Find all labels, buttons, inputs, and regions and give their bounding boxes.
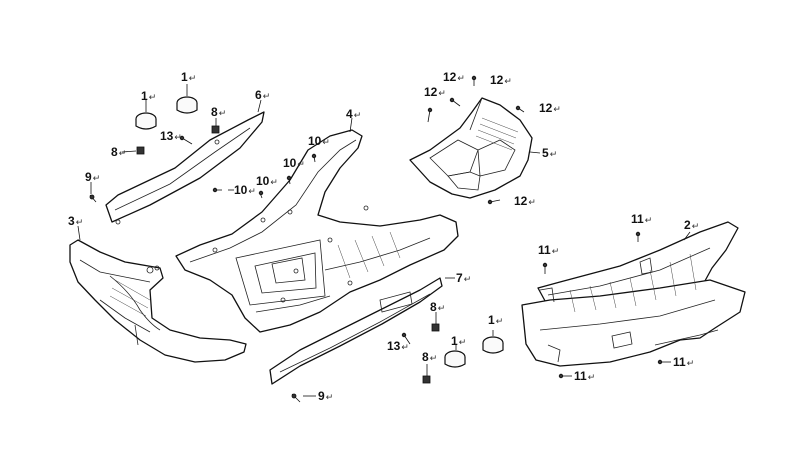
part-7-lower-strip [269,277,443,385]
callout-12: 12↵ [539,101,561,115]
part-5-rear-panel [409,97,533,199]
part-6-side-cover [105,111,265,225]
callout-10: 10↵ [256,174,278,188]
callout-13: 13↵ [387,339,409,353]
part-4-floor-panel [175,129,459,333]
part-2-side-cover [521,221,746,367]
callout-1: 1↵ [181,70,197,84]
callout-11: 11↵ [574,369,596,383]
part-3-front-lower-panel [69,239,247,363]
callout-8: 8↵ [422,350,438,364]
callout-7: 7↵ [456,271,472,285]
callout-12: 12↵ [443,70,465,84]
callout-1: 1↵ [488,313,504,327]
callout-2: 2↵ [684,218,700,232]
callout-12: 12↵ [514,194,536,208]
part-1-caps [135,96,504,368]
callout-9: 9↵ [318,389,334,403]
callout-9: 9↵ [85,170,101,184]
callout-12: 12↵ [490,73,512,87]
screw-fasteners [89,75,671,403]
callout-10: 10↵ [308,134,330,148]
nut-fasteners [136,125,440,384]
callout-11: 11↵ [631,212,653,226]
callout-8: 8↵ [211,105,227,119]
callout-12: 12↵ [424,85,446,99]
callout-10: 10↵ [234,183,256,197]
callout-8: 8↵ [430,300,446,314]
leader-lines [77,84,691,397]
callout-3: 3↵ [68,214,84,228]
callout-1: 1↵ [451,334,467,348]
callout-11: 11↵ [538,243,560,257]
callout-6: 6↵ [255,88,271,102]
callout-10: 10↵ [283,156,305,170]
callout-4: 4↵ [346,107,362,121]
callout-11: 11↵ [673,355,695,369]
callout-13: 13↵ [160,129,182,143]
callout-8: 8↵ [111,145,127,159]
callout-1: 1↵ [141,89,157,103]
callout-5: 5↵ [542,146,558,160]
